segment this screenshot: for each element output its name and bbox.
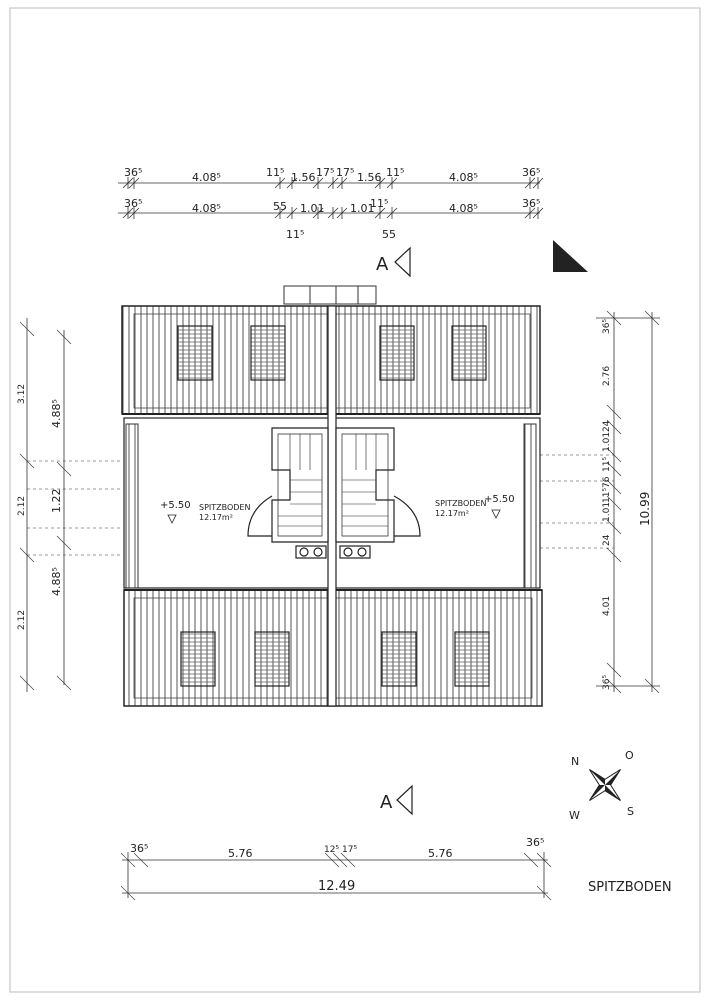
dim-label: 11⁵ bbox=[370, 197, 388, 210]
section-marker-bottom: A bbox=[380, 784, 413, 816]
dim-label: 36⁵ bbox=[522, 166, 540, 179]
dimension-top-labels: 36⁵ 4.08⁵ 11⁵ 1.56 17⁵ 17⁵ 1.56 11⁵ 4.08… bbox=[124, 166, 540, 241]
compass-rose-icon: N O S W bbox=[569, 749, 634, 822]
dim-label: 17⁵ bbox=[336, 166, 354, 179]
dim-label: 12⁵ bbox=[324, 845, 339, 855]
room-right: SPITZBODEN 12.17m² +5.50 bbox=[435, 494, 515, 519]
dim-label: 11⁵ bbox=[266, 166, 284, 179]
compass-s: S bbox=[627, 805, 634, 818]
dim-label: 17⁵ bbox=[342, 845, 357, 855]
room-left: +5.50 SPITZBODEN 12.17m² bbox=[160, 500, 250, 524]
compass-w: W bbox=[569, 809, 580, 822]
dim-label: 55 bbox=[382, 228, 396, 241]
dim-label: 5.76 bbox=[228, 847, 253, 860]
dim-label: 36⁵ bbox=[602, 319, 612, 334]
dim-label: 17⁵ bbox=[316, 166, 334, 179]
skylight-window bbox=[454, 631, 490, 687]
dim-label: 36⁵ bbox=[124, 197, 142, 210]
dim-label: 4.08⁵ bbox=[192, 202, 221, 215]
compass-o: O bbox=[625, 749, 634, 762]
dim-label: 4.88⁵ bbox=[50, 399, 63, 428]
dim-label: 2.76 bbox=[602, 366, 612, 386]
dimension-top bbox=[118, 177, 544, 219]
dim-label: 1.22 bbox=[50, 489, 63, 514]
dim-label: 36⁵ bbox=[522, 197, 540, 210]
skylight-window bbox=[451, 325, 487, 381]
dim-label: 36⁵ bbox=[602, 675, 612, 690]
north-triangle-icon bbox=[553, 240, 588, 272]
svg-text:A: A bbox=[380, 792, 393, 813]
section-marker-top: A bbox=[376, 246, 411, 278]
skylight-window bbox=[381, 631, 417, 687]
dim-label: 36⁵ bbox=[124, 166, 142, 179]
skylight-window bbox=[254, 631, 290, 687]
dimension-right bbox=[540, 310, 660, 694]
dim-label: 3.12 bbox=[17, 384, 27, 404]
dim-label: 4.08⁵ bbox=[192, 171, 221, 184]
dim-label: 24 bbox=[602, 534, 612, 546]
dim-label: 11⁵ bbox=[286, 228, 304, 241]
sheet-title: SPITZBODEN bbox=[588, 880, 672, 895]
dim-label: 4.88⁵ bbox=[50, 567, 63, 596]
dim-label: 5.76 bbox=[428, 847, 453, 860]
skylight-window bbox=[180, 631, 216, 687]
dim-label: 11⁵ bbox=[386, 166, 404, 179]
dim-label: 1.01 bbox=[300, 202, 325, 215]
staircase-right bbox=[335, 427, 421, 559]
dim-label: 4.08⁵ bbox=[449, 202, 478, 215]
dim-label: 1.01 bbox=[602, 502, 612, 522]
room-name: SPITZBODEN bbox=[435, 499, 486, 508]
dimension-bottom-labels: 36⁵ 5.76 12⁵ 17⁵ 5.76 36⁵ 12.49 bbox=[130, 836, 544, 894]
room-area: 12.17m² bbox=[435, 509, 469, 518]
dim-label: 1.01 bbox=[350, 202, 375, 215]
dim-label: 1.01 bbox=[602, 432, 612, 452]
dimension-left bbox=[19, 318, 120, 692]
room-area: 12.17m² bbox=[199, 513, 233, 522]
building-plan bbox=[121, 285, 543, 707]
dimension-left-labels: 3.12 2.12 2.12 4.88⁵ 1.22 4.88⁵ bbox=[17, 384, 63, 630]
room-level: +5.50 bbox=[484, 494, 515, 505]
room-name: SPITZBODEN bbox=[199, 503, 250, 512]
dim-label: 4.01 bbox=[602, 596, 612, 616]
dimension-bottom bbox=[120, 852, 552, 901]
dim-label: 4.08⁵ bbox=[449, 171, 478, 184]
room-level: +5.50 bbox=[160, 500, 191, 511]
sheet-border bbox=[9, 7, 701, 993]
staircase-left bbox=[247, 427, 329, 559]
dim-label: 76 bbox=[602, 476, 612, 488]
dimension-right-labels: 36⁵ 2.76 24 1.01 11⁵ 76 11⁵ 1.01 24 4.01… bbox=[602, 319, 652, 690]
skylight-window bbox=[177, 325, 213, 381]
dim-total: 10.99 bbox=[638, 492, 652, 526]
dim-label: 36⁵ bbox=[130, 842, 148, 855]
dim-label: 1.56 bbox=[291, 171, 316, 184]
dim-label: 55 bbox=[273, 200, 287, 213]
dim-label: 24 bbox=[602, 420, 612, 432]
dim-label: 2.12 bbox=[17, 496, 27, 516]
dim-label: 11⁵ bbox=[602, 457, 612, 472]
compass-n: N bbox=[571, 755, 579, 768]
svg-text:A: A bbox=[376, 254, 389, 275]
dim-label: 1.56 bbox=[357, 171, 382, 184]
dim-total: 12.49 bbox=[318, 879, 355, 894]
skylight-window bbox=[379, 325, 415, 381]
dim-label: 2.12 bbox=[17, 610, 27, 630]
dim-label: 36⁵ bbox=[526, 836, 544, 849]
skylight-window bbox=[250, 325, 286, 381]
dim-label: 11⁵ bbox=[602, 488, 612, 503]
